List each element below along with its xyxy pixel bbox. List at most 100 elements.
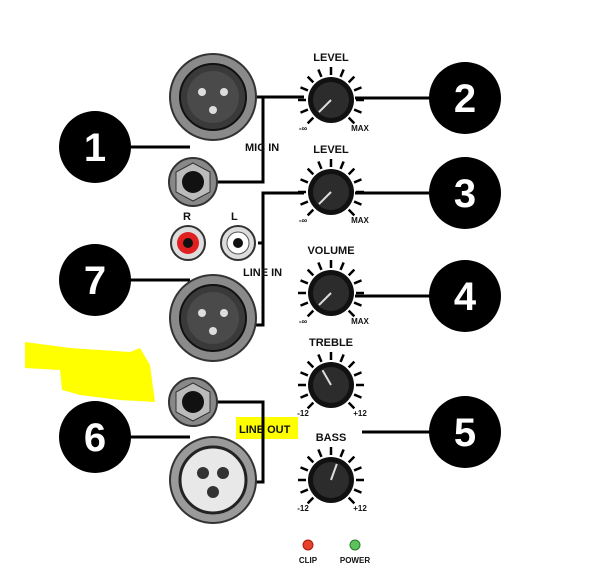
line-in-label: LINE IN bbox=[243, 267, 282, 279]
knob-tick bbox=[300, 371, 309, 377]
quarter-inch-line-out-jack[interactable] bbox=[168, 377, 218, 427]
knob-tick bbox=[353, 393, 362, 399]
knob-tick bbox=[347, 75, 356, 84]
knob-max-label: MAX bbox=[351, 317, 369, 326]
xlr-mic-input[interactable] bbox=[169, 53, 257, 141]
knob-tick bbox=[339, 449, 345, 458]
knob-tick bbox=[317, 161, 323, 170]
knob-tick bbox=[306, 496, 315, 505]
knob-tick bbox=[347, 167, 356, 176]
knob-tick bbox=[347, 401, 356, 410]
power-label: POWER bbox=[340, 556, 370, 565]
knob-tick bbox=[317, 262, 323, 271]
knob-label: LEVEL bbox=[313, 52, 349, 64]
knob-tick bbox=[317, 69, 323, 78]
knob-tick bbox=[300, 466, 309, 472]
knob-tick bbox=[347, 496, 356, 505]
knob-tick bbox=[300, 200, 309, 206]
callout-3: 3 bbox=[429, 157, 501, 229]
knob-tick bbox=[317, 449, 323, 458]
connector-lines bbox=[130, 95, 430, 484]
knob-tick bbox=[306, 116, 315, 125]
knob-pointer bbox=[330, 463, 338, 481]
knob-tick bbox=[353, 466, 362, 472]
knob-tick bbox=[347, 116, 356, 125]
clip-label: CLIP bbox=[299, 556, 318, 565]
xlr-line-input[interactable] bbox=[169, 274, 257, 362]
knob-4[interactable]: TREBLE -12 +12 bbox=[297, 337, 367, 418]
knob-tick bbox=[353, 178, 362, 184]
knob-tick bbox=[306, 309, 315, 318]
knob-min-label: -12 bbox=[297, 409, 309, 418]
knob-tick bbox=[353, 279, 362, 285]
knob-tick bbox=[339, 354, 345, 363]
knob-pointer bbox=[321, 369, 332, 386]
callout-6: 6 bbox=[59, 401, 131, 473]
knob-pointer bbox=[318, 191, 332, 205]
knob-tick bbox=[339, 262, 345, 271]
knob-tick bbox=[306, 455, 315, 464]
knob-tick bbox=[353, 86, 362, 92]
knob-tick bbox=[300, 301, 309, 307]
rca-r-label: R bbox=[183, 211, 191, 223]
knob-5[interactable]: BASS -12 +12 bbox=[297, 432, 367, 513]
knob-tick bbox=[353, 301, 362, 307]
knob-tick bbox=[306, 268, 315, 277]
knob-min-label: -∞ bbox=[299, 124, 308, 133]
yellow-highlight-mark bbox=[25, 342, 155, 402]
mic-in-label: MIC IN bbox=[245, 142, 279, 154]
quarter-inch-mic-jack[interactable] bbox=[168, 157, 218, 207]
rca-right-input[interactable] bbox=[170, 225, 206, 261]
knob-tick bbox=[300, 393, 309, 399]
knob-tick bbox=[306, 75, 315, 84]
knob-max-label: MAX bbox=[351, 216, 369, 225]
knob-tick bbox=[339, 161, 345, 170]
callout-2: 2 bbox=[429, 62, 501, 134]
knob-label: LEVEL bbox=[313, 144, 349, 156]
callout-number: 3 bbox=[454, 172, 476, 216]
knob-label: VOLUME bbox=[307, 245, 354, 257]
knob-tick bbox=[300, 178, 309, 184]
xlr-line-output[interactable] bbox=[169, 436, 257, 524]
line-out-highlight bbox=[236, 417, 298, 439]
callout-1: 1 bbox=[59, 111, 131, 183]
knob-tick bbox=[353, 371, 362, 377]
callout-number: 1 bbox=[84, 126, 106, 170]
knob-max-label: +12 bbox=[353, 504, 367, 513]
knob-1[interactable]: LEVEL -∞ MAX bbox=[298, 52, 370, 133]
knob-min-label: -12 bbox=[297, 504, 309, 513]
callout-5: 5 bbox=[429, 396, 501, 468]
knob-min-label: -∞ bbox=[299, 317, 308, 326]
knob-tick bbox=[353, 488, 362, 494]
line-out-label: LINE OUT bbox=[239, 424, 291, 436]
knob-min-label: -∞ bbox=[299, 216, 308, 225]
rca-left-input[interactable] bbox=[220, 225, 256, 261]
callout-number: 6 bbox=[84, 416, 106, 460]
callout-4: 4 bbox=[429, 260, 501, 332]
knob-max-label: MAX bbox=[351, 124, 369, 133]
knob-tick bbox=[347, 268, 356, 277]
knob-tick bbox=[339, 69, 345, 78]
knob-tick bbox=[347, 309, 356, 318]
knob-2[interactable]: LEVEL -∞ MAX bbox=[298, 144, 370, 225]
knob-pointer bbox=[318, 292, 332, 306]
knob-tick bbox=[306, 167, 315, 176]
callout-number: 2 bbox=[454, 77, 476, 121]
knob-3[interactable]: VOLUME -∞ MAX bbox=[298, 245, 370, 326]
knob-tick bbox=[353, 200, 362, 206]
knob-tick bbox=[306, 360, 315, 369]
callout-number: 4 bbox=[454, 275, 477, 319]
knob-tick bbox=[347, 360, 356, 369]
knob-tick bbox=[353, 108, 362, 114]
knob-label: BASS bbox=[316, 432, 347, 444]
knob-tick bbox=[317, 354, 323, 363]
knob-tick bbox=[306, 208, 315, 217]
callout-number: 5 bbox=[454, 411, 476, 455]
power-led: POWER bbox=[340, 539, 370, 565]
knob-max-label: +12 bbox=[353, 409, 367, 418]
clip-led: CLIP bbox=[299, 539, 318, 565]
callout-number: 7 bbox=[84, 259, 106, 303]
knob-pointer bbox=[318, 99, 332, 113]
knob-label: TREBLE bbox=[309, 337, 353, 349]
